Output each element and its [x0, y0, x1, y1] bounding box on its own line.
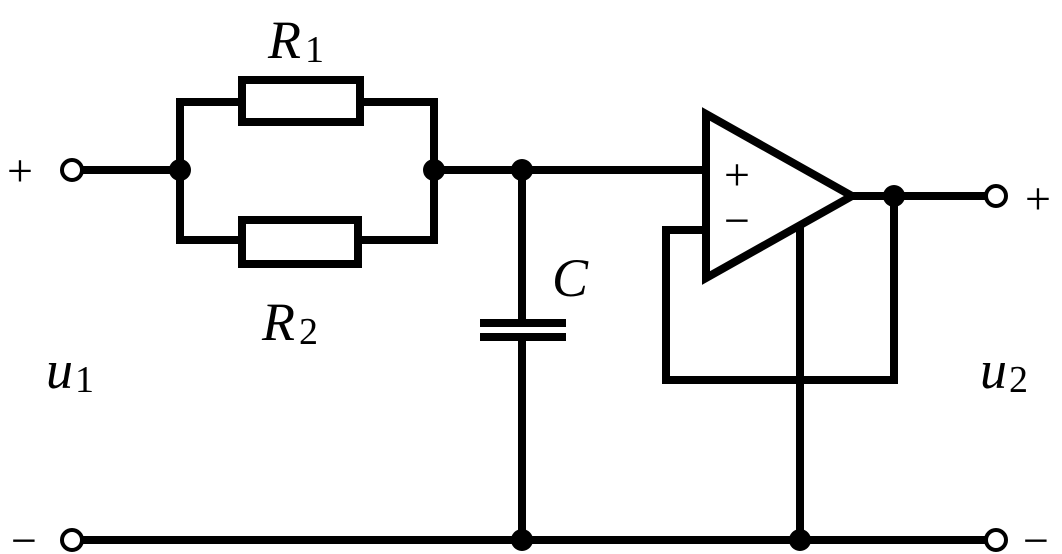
- input-plus-sign: +: [7, 145, 33, 196]
- resistor-r1: [238, 76, 364, 126]
- junction-node-right: [423, 159, 445, 181]
- input-minus-sign: −: [11, 515, 37, 554]
- wire-feedback: [662, 192, 898, 384]
- terminal-output-minus: [984, 528, 1008, 552]
- label-u2-subscript: 2: [1009, 359, 1028, 401]
- resistor-r2: [238, 216, 362, 268]
- label-r2-symbol: R: [261, 292, 295, 352]
- label-r2-subscript: 2: [299, 311, 318, 353]
- terminal-input-minus: [60, 528, 84, 552]
- label-u2-symbol: u: [980, 340, 1007, 400]
- opamp-triangle: [702, 107, 861, 285]
- label-u1-symbol: u: [46, 340, 73, 400]
- junctions: [169, 159, 905, 551]
- opamp-minus-sign: −: [724, 195, 750, 246]
- output-minus-sign: −: [1023, 515, 1049, 554]
- junction-node-opamp-ground: [789, 529, 811, 551]
- terminals: [60, 158, 1008, 552]
- label-u1-subscript: 1: [75, 359, 94, 401]
- terminal-input-plus: [60, 158, 84, 182]
- label-r1-symbol: R: [267, 10, 301, 70]
- label-u2: u2: [980, 340, 1028, 401]
- junction-node-cap-bottom: [511, 529, 533, 551]
- junction-node-output: [883, 185, 905, 207]
- opamp-plus-sign: +: [724, 149, 750, 200]
- label-u1: u1: [46, 340, 94, 401]
- capacitor-c: [480, 319, 566, 341]
- label-c: C: [552, 248, 589, 308]
- output-plus-sign: +: [1025, 173, 1051, 224]
- label-r1-subscript: 1: [305, 29, 324, 71]
- terminal-output-plus: [984, 184, 1008, 208]
- junction-node-left: [169, 159, 191, 181]
- junction-node-cap-top: [511, 159, 533, 181]
